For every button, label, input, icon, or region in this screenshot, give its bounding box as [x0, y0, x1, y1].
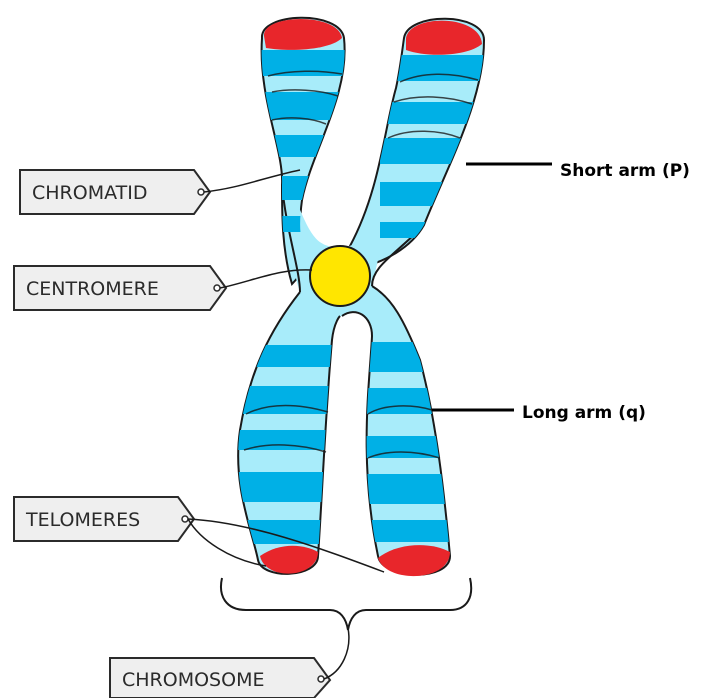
- chromosome-brace: [221, 578, 471, 630]
- centromere-label: CENTROMERE: [14, 266, 312, 310]
- short-arm-label: Short arm (P): [560, 161, 690, 181]
- chromosome-pointer: [324, 628, 349, 679]
- centromere-label-text: CENTROMERE: [26, 278, 159, 300]
- short-arm-annotation: Short arm (P): [466, 161, 690, 181]
- telomeres-label: TELOMERES: [14, 497, 384, 572]
- chromatid-label-text: CHROMATID: [32, 182, 147, 204]
- chromatid-label: CHROMATID: [20, 170, 300, 214]
- long-arm-annotation: Long arm (q): [432, 403, 646, 423]
- chromosome-label-text: CHROMOSOME: [122, 669, 264, 691]
- centromere-disc: [310, 246, 370, 306]
- chromosome-label: CHROMOSOME: [110, 628, 349, 698]
- long-arm-label: Long arm (q): [522, 403, 646, 423]
- telomeres-label-text: TELOMERES: [25, 509, 140, 531]
